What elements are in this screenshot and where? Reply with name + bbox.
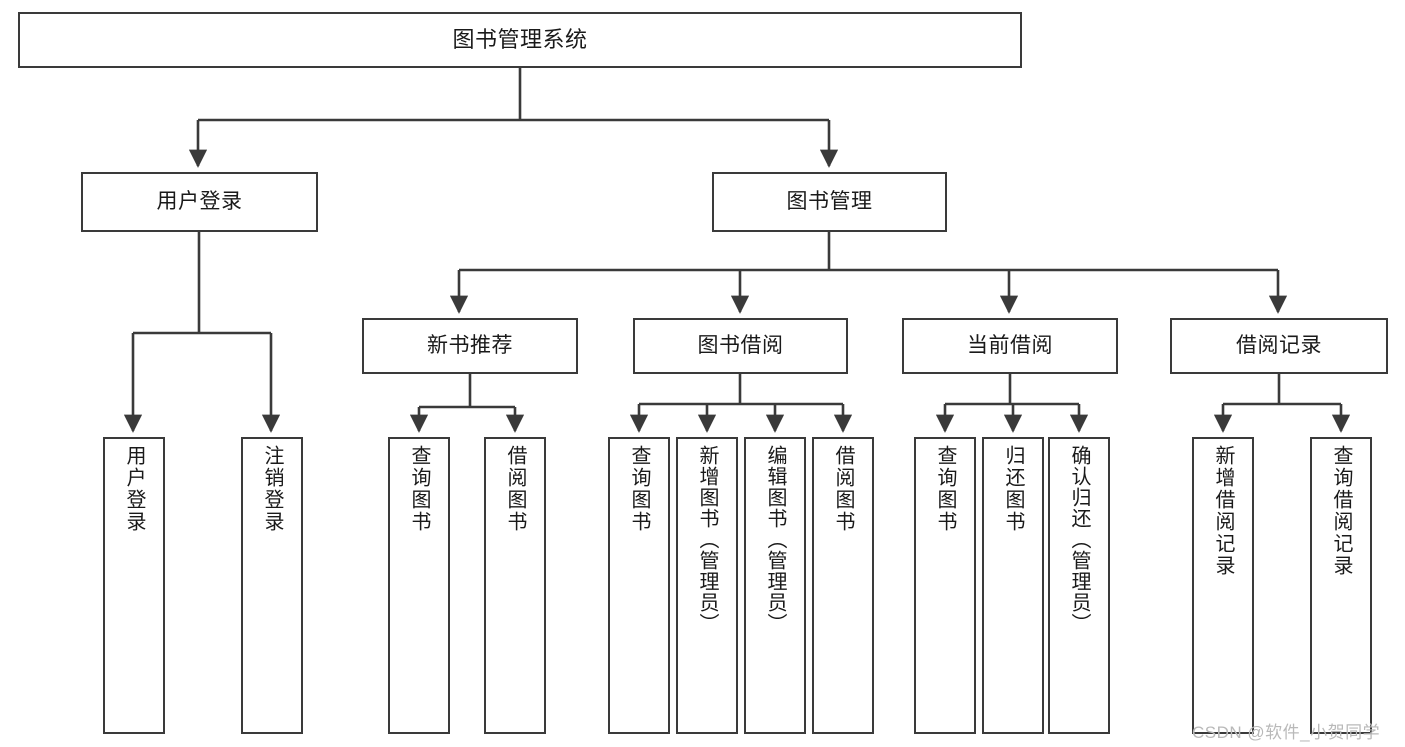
node-root-system[interactable]: 图书管理系统 <box>18 12 1022 68</box>
node-label: 借阅图书 <box>832 445 854 533</box>
leaf-user-login[interactable]: 用户登录 <box>103 437 165 734</box>
node-new-book-recommend[interactable]: 新书推荐 <box>362 318 578 374</box>
node-label: 借阅图书 <box>504 445 526 533</box>
node-label: 确认归还（管理员） <box>1068 445 1090 634</box>
leaf-recommend-borrow-book[interactable]: 借阅图书 <box>484 437 546 734</box>
leaf-current-return-book[interactable]: 归还图书 <box>982 437 1044 734</box>
leaf-record-add-record[interactable]: 新增借阅记录 <box>1192 437 1254 734</box>
node-book-manage[interactable]: 图书管理 <box>712 172 947 232</box>
leaf-recommend-query-book[interactable]: 查询图书 <box>388 437 450 734</box>
node-label: 图书借阅 <box>697 333 784 357</box>
node-label: 用户登录 <box>156 189 243 213</box>
node-label: 查询图书 <box>408 445 430 533</box>
node-label: 查询借阅记录 <box>1330 445 1352 577</box>
leaf-record-query-record[interactable]: 查询借阅记录 <box>1310 437 1372 734</box>
leaf-current-query-book[interactable]: 查询图书 <box>914 437 976 734</box>
leaf-borrow-edit-book-admin[interactable]: 编辑图书（管理员） <box>744 437 806 734</box>
leaf-borrow-borrow-book[interactable]: 借阅图书 <box>812 437 874 734</box>
node-label: 归还图书 <box>1002 445 1024 533</box>
leaf-borrow-add-book-admin[interactable]: 新增图书（管理员） <box>676 437 738 734</box>
node-label: 注销登录 <box>261 445 283 533</box>
node-book-borrow[interactable]: 图书借阅 <box>633 318 848 374</box>
node-borrow-record[interactable]: 借阅记录 <box>1170 318 1388 374</box>
leaf-user-logout[interactable]: 注销登录 <box>241 437 303 734</box>
node-label: 查询图书 <box>628 445 650 533</box>
node-label: 图书管理 <box>786 189 873 213</box>
node-label: 当前借阅 <box>967 333 1053 357</box>
node-label: 借阅记录 <box>1236 333 1322 357</box>
node-label: 用户登录 <box>123 445 145 533</box>
node-label: 编辑图书（管理员） <box>764 445 786 634</box>
node-label: 新书推荐 <box>427 333 513 357</box>
node-current-borrow[interactable]: 当前借阅 <box>902 318 1118 374</box>
leaf-current-confirm-return-admin[interactable]: 确认归还（管理员） <box>1048 437 1110 734</box>
node-user-login[interactable]: 用户登录 <box>81 172 318 232</box>
leaf-borrow-query-book[interactable]: 查询图书 <box>608 437 670 734</box>
node-label: 查询图书 <box>934 445 956 533</box>
node-label: 图书管理系统 <box>452 27 588 53</box>
node-label: 新增借阅记录 <box>1212 445 1234 577</box>
node-label: 新增图书（管理员） <box>696 445 718 634</box>
csdn-watermark: CSDN @软件_小贺同学 <box>1192 723 1381 742</box>
